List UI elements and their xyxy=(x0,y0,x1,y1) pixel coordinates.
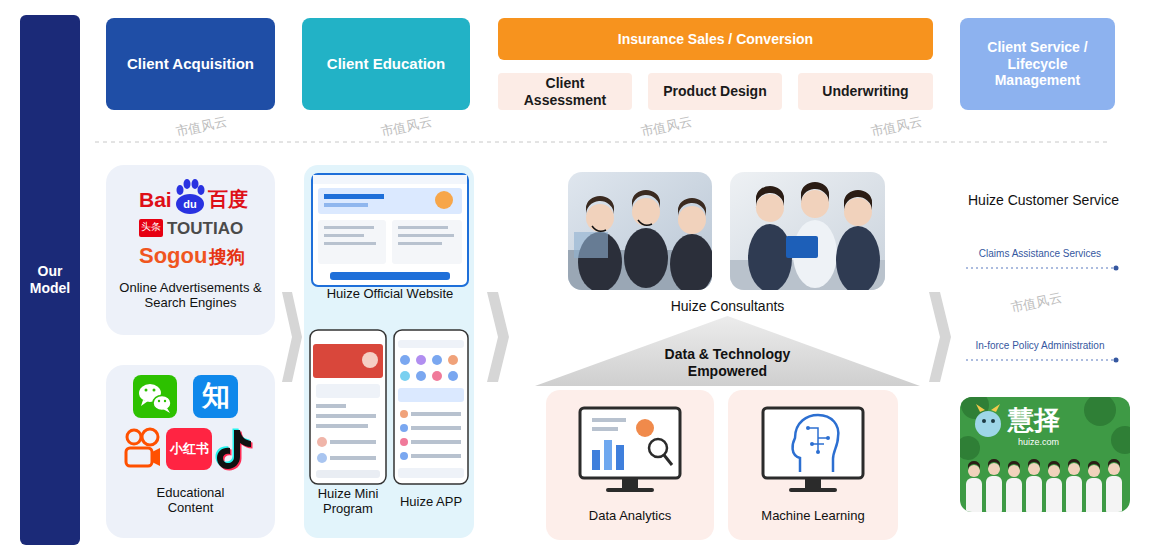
node-text: Data & Technology Empowered xyxy=(643,346,813,380)
node-text: Machine Learning xyxy=(734,508,892,524)
watermark-holder: 市值风云 xyxy=(1009,291,1063,315)
node-text: Client Service / Lifecycle Management xyxy=(978,39,1097,89)
logo-text: 头条 xyxy=(139,222,163,232)
logo-text-holder: 头条 xyxy=(139,222,163,232)
node-text: Huize Official Website xyxy=(310,286,470,302)
watermark: 市值风云 xyxy=(639,115,693,139)
logo-text-holder: 搜狗 xyxy=(209,248,245,266)
stage-header: Client Service / Lifecycle Management xyxy=(960,18,1115,110)
node-text: Insurance Sales / Conversion xyxy=(508,31,923,48)
column-heading-holder: Huize Customer Service xyxy=(968,193,1119,207)
node-text: Educational Content xyxy=(136,485,246,516)
logo-text-holder: 小红书 xyxy=(166,442,212,455)
logo-text: 小红书 xyxy=(166,442,212,455)
stage-bar: Our Model xyxy=(20,15,80,545)
service-item: In-force Policy Administration xyxy=(965,341,1115,351)
watermark-holder: 市值风云 xyxy=(379,115,433,139)
stage-header: Insurance Sales / Conversion xyxy=(498,18,933,60)
logo-text: 百度 xyxy=(208,189,248,209)
watermark: 市值风云 xyxy=(1009,291,1063,315)
watermark: 市值风云 xyxy=(174,115,228,139)
node-text: Huize APP xyxy=(392,494,470,510)
logo-text-holder: 百度 xyxy=(208,189,248,209)
watermark-holder: 市值风云 xyxy=(174,115,228,139)
logo-text: Sogou xyxy=(139,245,207,267)
support-triangle: Data & Technology Empowered xyxy=(535,316,920,386)
column-heading: Huize Customer Service xyxy=(968,193,1119,207)
logo-text-holder: TOUTIAO xyxy=(167,220,243,237)
logo-text-holder: 知 xyxy=(193,382,238,410)
node-text: Underwriting xyxy=(806,83,925,100)
node-text: Data Analytics xyxy=(552,508,708,524)
node-text: Product Design xyxy=(656,83,774,100)
logo-text-holder: Bai xyxy=(139,189,172,210)
logo-text: du xyxy=(181,199,199,210)
brand-text: 慧择 xyxy=(1008,407,1060,433)
service-item: Claims Assistance Services xyxy=(965,249,1115,259)
node-text: Our Model xyxy=(24,263,76,297)
stage-header: Client Education xyxy=(302,18,470,110)
stage-header: Client Acquisition xyxy=(106,18,275,110)
watermark-holder: 市值风云 xyxy=(639,115,693,139)
step-box: Underwriting xyxy=(798,73,933,110)
logo-text: TOUTIAO xyxy=(167,220,243,237)
service-item-holder: In-force Policy Administration xyxy=(965,341,1115,351)
logo-text-holder: du xyxy=(181,199,199,210)
logo-text-holder: Sogou xyxy=(139,245,207,267)
brand-text: huize.com xyxy=(1018,438,1059,447)
node-text: Huize Mini Program xyxy=(308,486,388,517)
step-box: Client Assessment xyxy=(498,73,632,110)
logo-text: 搜狗 xyxy=(209,248,245,266)
node-text: Huize Consultants xyxy=(562,298,893,315)
node-text: Client Acquisition xyxy=(116,55,265,73)
node-text: Client Education xyxy=(312,55,460,73)
watermark: 市值风云 xyxy=(869,115,923,139)
node-text: Client Assessment xyxy=(508,75,622,109)
logo-text: 知 xyxy=(193,382,238,410)
step-box: Product Design xyxy=(648,73,782,110)
watermark-holder: 市值风云 xyxy=(869,115,923,139)
service-item-holder: Claims Assistance Services xyxy=(965,249,1115,259)
brand-text-holder: 慧择 xyxy=(1008,407,1060,433)
watermark: 市值风云 xyxy=(379,115,433,139)
logo-text: Bai xyxy=(139,189,172,210)
brand-text-holder: huize.com xyxy=(1018,438,1059,447)
node-text: Online Advertisements & Search Engines xyxy=(116,280,266,311)
